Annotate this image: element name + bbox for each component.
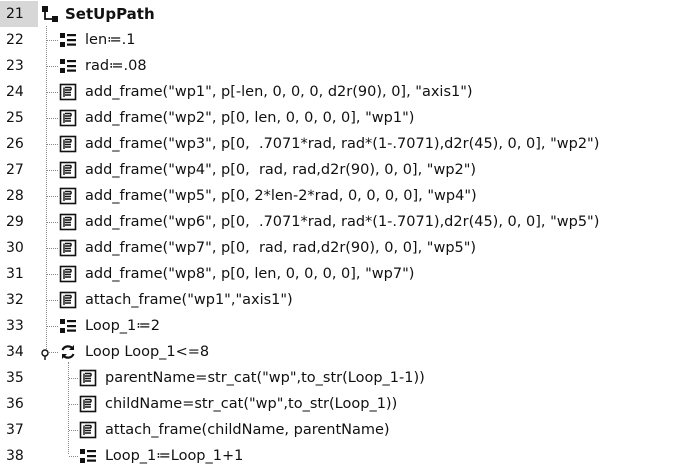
- line-number: 37: [6, 422, 24, 438]
- tree-connector: [47, 196, 58, 197]
- line-number: 26: [6, 136, 24, 152]
- program-node-label: add_frame("wp6", p[0, .7071*rad, rad*(1-…: [85, 214, 600, 230]
- tree-connector: [47, 92, 58, 93]
- script-icon: [59, 239, 77, 257]
- program-row[interactable]: 34 Loop Loop_1<=8: [0, 339, 690, 365]
- tree-connector: [69, 430, 78, 431]
- line-number: 21: [0, 1, 38, 27]
- line-number: 31: [6, 266, 24, 282]
- program-row[interactable]: 29 add_frame("wp6", p[0, .7071*rad, rad*(…: [0, 209, 690, 235]
- program-node-label: add_frame("wp3", p[0, .7071*rad, rad*(1-…: [85, 136, 600, 152]
- program-node-label: attach_frame("wp1","axis1"): [85, 292, 293, 308]
- program-node-label: add_frame("wp8", p[0, len, 0, 0, 0, 0], …: [85, 266, 415, 282]
- line-number: 35: [6, 370, 24, 386]
- tree-connector: [47, 66, 58, 67]
- tree-connector: [69, 456, 78, 457]
- line-number: 36: [6, 396, 24, 412]
- script-icon: [79, 395, 97, 413]
- loop-icon: [59, 343, 77, 361]
- program-row[interactable]: 26 add_frame("wp3", p[0, .7071*rad, rad*(…: [0, 131, 690, 157]
- program-node-label: Loop_1≔2: [85, 318, 160, 334]
- tree-connector: [47, 118, 58, 119]
- program-row[interactable]: 24 add_frame("wp1", p[-len, 0, 0, 0, d2r(…: [0, 79, 690, 105]
- script-icon: [59, 135, 77, 153]
- program-node-label: add_frame("wp7", p[0, rad, rad,d2r(90), …: [85, 240, 477, 256]
- program-row[interactable]: 38 Loop_1≔Loop_1+1: [0, 443, 690, 469]
- tree-connector: [47, 326, 58, 327]
- program-node-label: Loop_1≔Loop_1+1: [105, 448, 244, 464]
- program-node-label: add_frame("wp5", p[0, 2*len-2*rad, 0, 0,…: [85, 188, 477, 204]
- script-icon: [59, 265, 77, 283]
- program-node-label: attach_frame(childName, parentName): [105, 422, 390, 438]
- program-row[interactable]: 23 rad≔.08: [0, 53, 690, 79]
- program-title: SetUpPath: [65, 5, 155, 23]
- collapse-toggle-icon[interactable]: [39, 346, 51, 360]
- script-icon: [79, 369, 97, 387]
- tree-connector: [47, 352, 58, 353]
- tree-connector-root: [46, 26, 47, 351]
- tree-connector: [47, 248, 58, 249]
- program-row[interactable]: 30 add_frame("wp7", p[0, rad, rad,d2r(90)…: [0, 235, 690, 261]
- program-node-label: rad≔.08: [85, 58, 147, 74]
- program-row[interactable]: 33 Loop_1≔2: [0, 313, 690, 339]
- program-row[interactable]: 27 add_frame("wp4", p[0, rad, rad,d2r(90)…: [0, 157, 690, 183]
- assignment-icon: [59, 57, 77, 75]
- program-node-label: add_frame("wp4", p[0, rad, rad,d2r(90), …: [85, 162, 477, 178]
- program-tree-icon: [41, 5, 59, 23]
- tree-connector: [47, 144, 58, 145]
- tree-connector: [47, 274, 58, 275]
- assignment-icon: [59, 317, 77, 335]
- program-node-label: add_frame("wp2", p[0, len, 0, 0, 0, 0], …: [85, 110, 415, 126]
- script-icon: [59, 161, 77, 179]
- line-number: 38: [6, 448, 24, 464]
- line-number: 24: [6, 84, 24, 100]
- line-number: 33: [6, 318, 24, 334]
- tree-connector: [47, 300, 58, 301]
- program-node-label: Loop Loop_1<=8: [85, 344, 210, 360]
- program-node-label: len≔.1: [85, 32, 136, 48]
- tree-connector-loop: [68, 362, 69, 454]
- tree-connector: [69, 404, 78, 405]
- line-number: 27: [6, 162, 24, 178]
- tree-connector: [47, 40, 58, 41]
- line-number: 34: [6, 344, 24, 360]
- program-row[interactable]: 28 add_frame("wp5", p[0, 2*len-2*rad, 0, …: [0, 183, 690, 209]
- program-row[interactable]: 36 childName=str_cat("wp",to_str(Loop_1)): [0, 391, 690, 417]
- program-row[interactable]: 35 parentName=str_cat("wp",to_str(Loop_1-…: [0, 365, 690, 391]
- program-row-root[interactable]: 21 SetUpPath: [0, 1, 690, 27]
- script-icon: [59, 83, 77, 101]
- program-row[interactable]: 25 add_frame("wp2", p[0, len, 0, 0, 0, 0]…: [0, 105, 690, 131]
- tree-connector: [47, 170, 58, 171]
- line-number: 25: [6, 110, 24, 126]
- line-number: 30: [6, 240, 24, 256]
- line-number: 28: [6, 188, 24, 204]
- script-icon: [79, 421, 97, 439]
- script-icon: [59, 291, 77, 309]
- script-icon: [59, 187, 77, 205]
- assignment-icon: [79, 447, 97, 465]
- program-node-label: parentName=str_cat("wp",to_str(Loop_1-1)…: [105, 370, 425, 386]
- program-row[interactable]: 32 attach_frame("wp1","axis1"): [0, 287, 690, 313]
- line-number: 32: [6, 292, 24, 308]
- program-node-label: add_frame("wp1", p[-len, 0, 0, 0, d2r(90…: [85, 84, 473, 100]
- program-row[interactable]: 22 len≔.1: [0, 27, 690, 53]
- program-node-label: childName=str_cat("wp",to_str(Loop_1)): [105, 396, 398, 412]
- line-number: 23: [6, 58, 24, 74]
- script-icon: [59, 213, 77, 231]
- assignment-icon: [59, 31, 77, 49]
- line-number: 22: [6, 32, 24, 48]
- program-row[interactable]: 37 attach_frame(childName, parentName): [0, 417, 690, 443]
- tree-connector: [69, 378, 78, 379]
- line-number: 29: [6, 214, 24, 230]
- tree-connector: [47, 222, 58, 223]
- program-row[interactable]: 31 add_frame("wp8", p[0, len, 0, 0, 0, 0]…: [0, 261, 690, 287]
- script-icon: [59, 109, 77, 127]
